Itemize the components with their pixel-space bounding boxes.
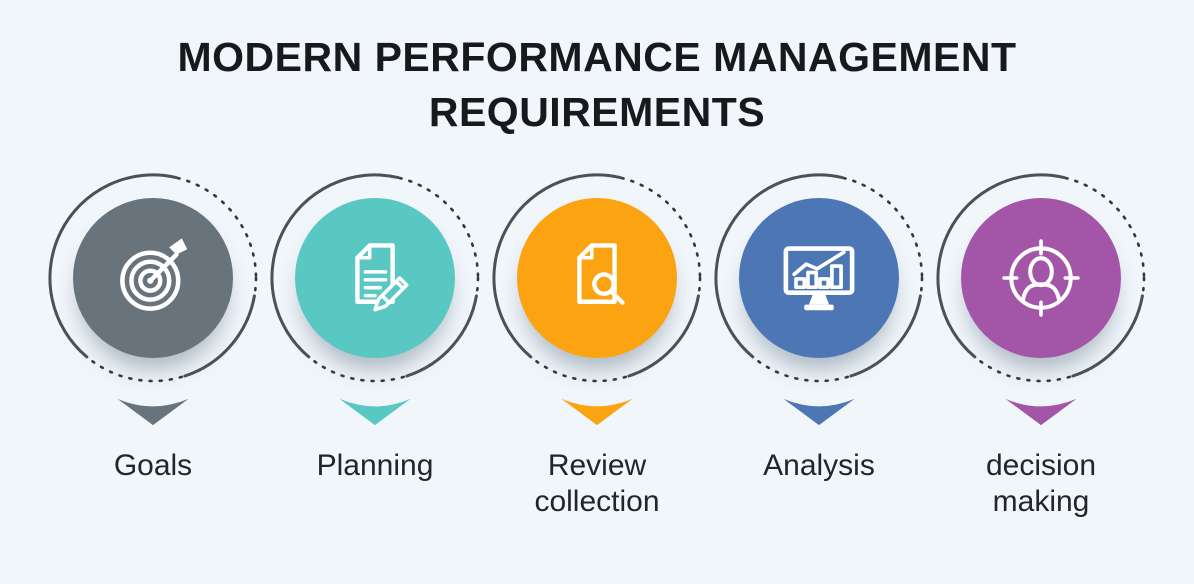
dashed-ring (48, 173, 258, 383)
step-label: Review collection (534, 448, 660, 519)
down-arrow (782, 398, 856, 426)
step-item-review-collection: Review collection (488, 172, 706, 521)
down-arrow (1004, 398, 1078, 426)
step-circle (739, 197, 899, 358)
down-arrow (116, 398, 190, 426)
step-circle-wrap (935, 172, 1147, 384)
monitor-chart-icon (783, 246, 855, 311)
step-circle-wrap (47, 172, 259, 384)
page-title: MODERN PERFORMANCE MANAGEMENT REQUIREMEN… (177, 34, 1017, 135)
step-circle (961, 197, 1121, 358)
document-search-icon (577, 243, 625, 305)
step-label: Planning (316, 448, 434, 482)
target-dart-icon (120, 238, 188, 311)
down-arrow (338, 398, 412, 426)
down-arrow (560, 398, 634, 426)
dashed-ring (492, 173, 702, 383)
step-label: decision making (985, 448, 1097, 519)
step-label: Goals (113, 448, 193, 482)
dashed-ring (270, 173, 480, 383)
person-target-icon (1002, 239, 1080, 317)
step-circle-wrap (269, 172, 481, 384)
dashed-ring (714, 173, 924, 383)
step-circle (295, 197, 455, 358)
step-item-analysis: Analysis (710, 172, 928, 521)
dashed-ring (936, 173, 1146, 383)
step-item-decision-making: decision making (932, 172, 1150, 521)
step-circle (73, 197, 233, 358)
steps-row: Goals (0, 172, 1194, 521)
step-circle (517, 197, 677, 358)
step-item-planning: Planning (266, 172, 484, 521)
step-label: Analysis (763, 448, 875, 482)
step-item-goals: Goals (44, 172, 262, 521)
step-circle-wrap (491, 172, 703, 384)
document-pencil-icon (355, 243, 409, 312)
step-circle-wrap (713, 172, 925, 384)
